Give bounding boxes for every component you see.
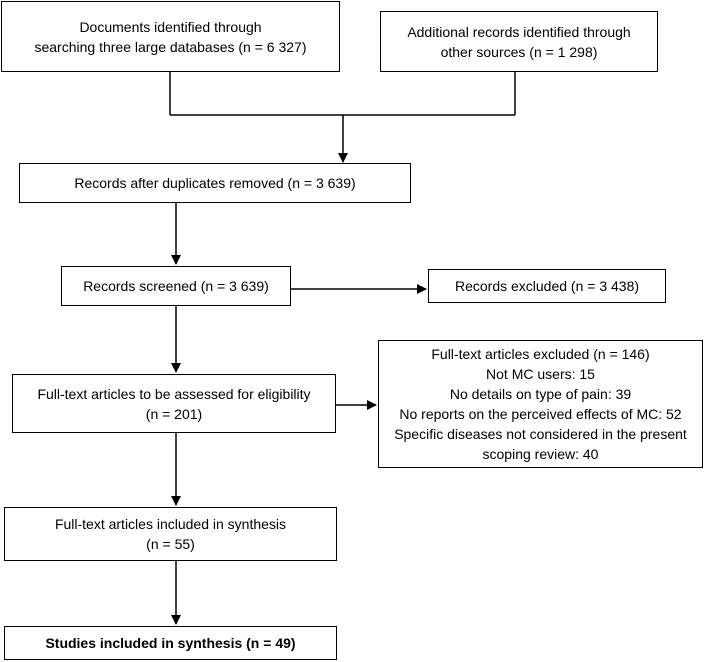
fulltext-excluded-line4: No reports on the perceived effects of M… <box>399 406 682 422</box>
fulltext-excluded-line6: scoping review: 40 <box>482 446 599 462</box>
other-sources-box: Additional records identified through ot… <box>380 11 658 72</box>
fulltext-excluded-box: Full-text articles excluded (n = 146) No… <box>378 340 703 468</box>
assessed-box: Full-text articles to be assessed for el… <box>12 374 336 433</box>
after-duplicates-label: Records after duplicates removed (n = 3 … <box>74 175 356 191</box>
fulltext-excluded-line5: Specific diseases not considered in the … <box>394 426 687 442</box>
included-synthesis-line1: Full-text articles included in synthesis <box>54 516 287 532</box>
db-search-line2: searching three large databases (n = 6 3… <box>34 38 307 55</box>
included-synthesis-box: Full-text articles included in synthesis… <box>4 507 337 561</box>
fulltext-excluded-line2: Not MC users: 15 <box>486 366 595 382</box>
screened-box: Records screened (n = 3 639) <box>61 266 291 306</box>
assessed-line2: (n = 201) <box>145 405 203 422</box>
after-duplicates-box: Records after duplicates removed (n = 3 … <box>19 163 411 203</box>
screened-label: Records screened (n = 3 639) <box>83 278 269 294</box>
db-search-line1: Documents identified through <box>79 18 262 35</box>
included-synthesis-line2: (n = 55) <box>146 536 195 552</box>
other-sources-line2: other sources (n = 1 298) <box>440 43 598 60</box>
fulltext-excluded-line3: No details on type of pain: 39 <box>449 386 632 402</box>
assessed-line1: Full-text articles to be assessed for el… <box>37 385 311 402</box>
studies-included-label: Studies included in synthesis (n = 49) <box>45 635 296 651</box>
excluded-label: Records excluded (n = 3 438) <box>454 278 640 294</box>
db-search-box: Documents identified through searching t… <box>1 1 340 72</box>
other-sources-line1: Additional records identified through <box>407 23 631 40</box>
studies-included-box: Studies included in synthesis (n = 49) <box>4 626 337 660</box>
fulltext-excluded-line1: Full-text articles excluded (n = 146) <box>431 346 650 362</box>
excluded-box: Records excluded (n = 3 438) <box>428 269 666 303</box>
